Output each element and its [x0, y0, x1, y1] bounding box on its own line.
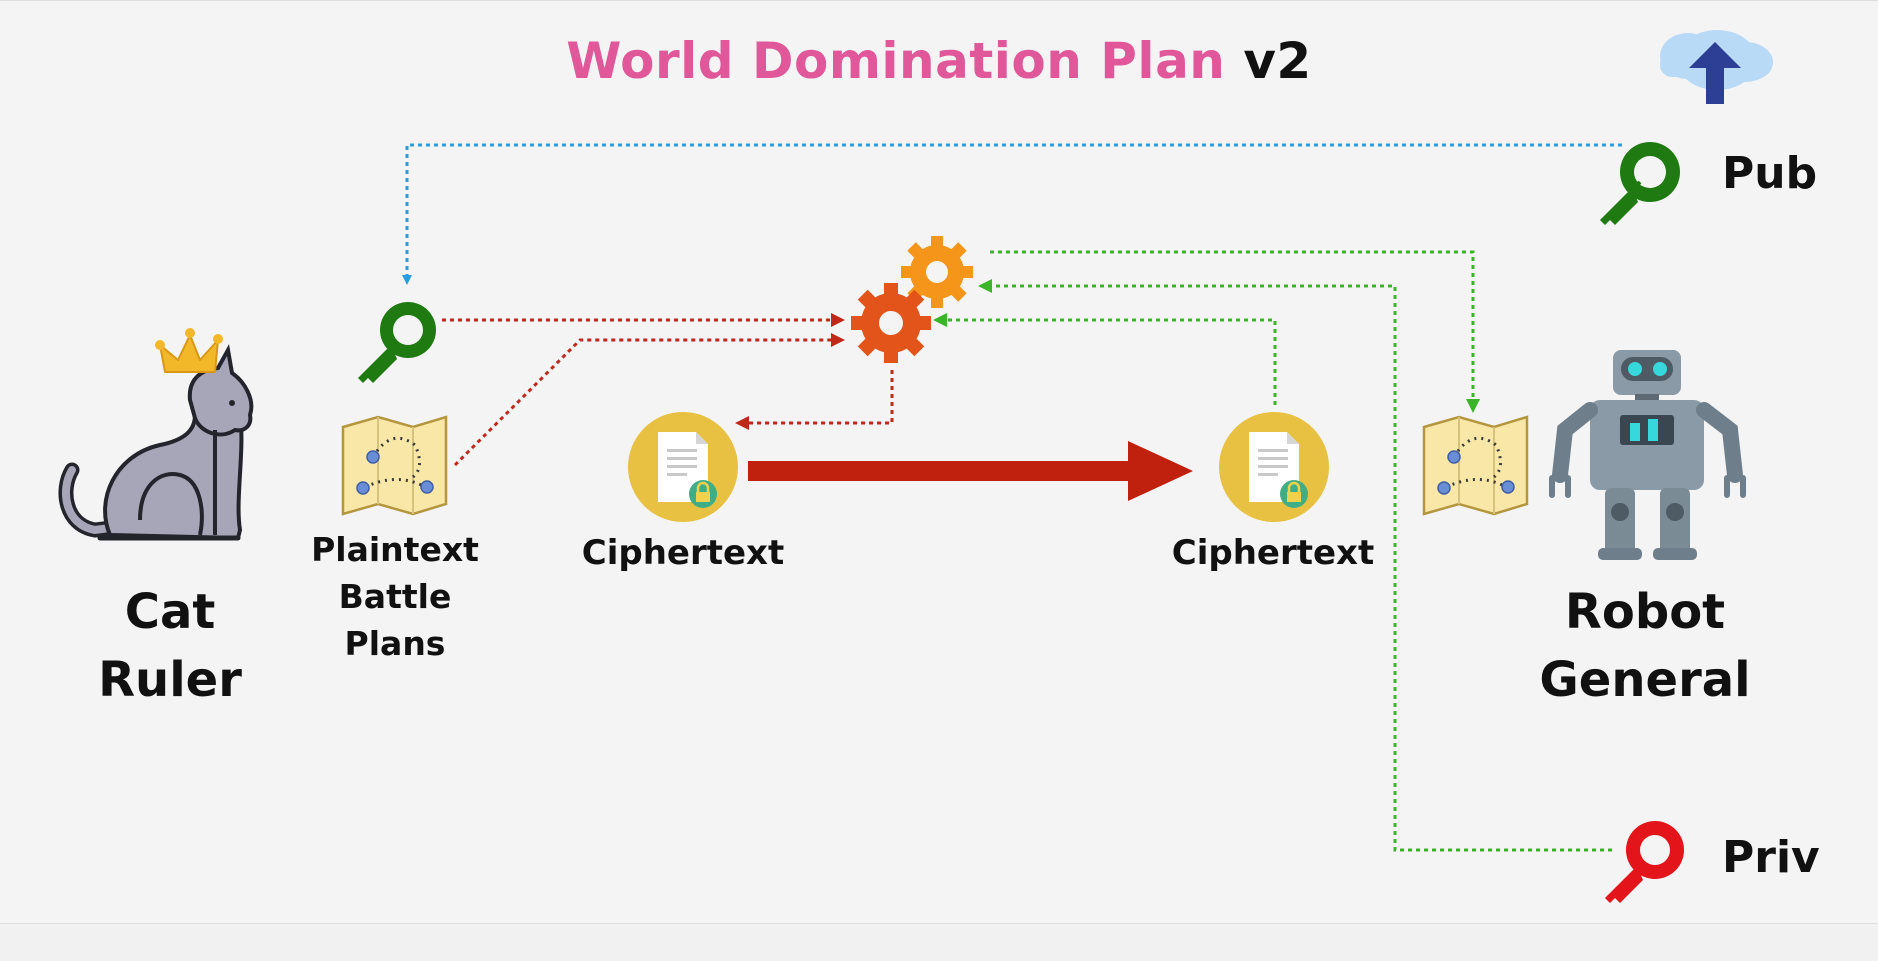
cat-ruler-line-2: Ruler [98, 652, 242, 708]
private-key-to-gear-path [978, 279, 1612, 852]
robot-general-label: Robot General [1530, 578, 1760, 714]
gear-to-map-path [990, 250, 1480, 413]
transmission-arrow [748, 441, 1193, 501]
ciphertext-left-label: Ciphertext [581, 533, 785, 573]
received-map-icon [1422, 415, 1529, 516]
gear-to-ciphertext-path [735, 370, 894, 430]
cat-icon [58, 344, 254, 541]
robot-general-line-1: Robot [1564, 584, 1726, 640]
page-title: World Domination Plan v2 [0, 32, 1878, 90]
ciphertext-right-label: Ciphertext [1171, 533, 1375, 573]
ciphertext-to-gear-path [933, 313, 1277, 405]
plaintext-line-3: Plans [344, 624, 446, 663]
cat-public-key-icon [358, 302, 436, 383]
cloud-upload-icon [1660, 30, 1773, 104]
plaintext-line-2: Battle [338, 577, 452, 616]
private-key-icon [1605, 821, 1684, 903]
title-main: World Domination Plan [566, 32, 1226, 90]
ciphertext-left-icon [628, 412, 738, 522]
cat-ruler-line-1: Cat [124, 584, 216, 640]
robot-general-line-2: General [1539, 652, 1751, 708]
gear-icon [851, 236, 973, 363]
bottom-band [0, 923, 1878, 961]
plaintext-label: Plaintext Battle Plans [300, 526, 490, 667]
crown-icon [155, 328, 223, 373]
public-key-distribution-path [402, 143, 1622, 285]
plaintext-map-icon [341, 415, 448, 516]
cat-ruler-label: Cat Ruler [80, 578, 260, 714]
top-rule [0, 0, 1878, 1]
title-version: v2 [1243, 32, 1312, 90]
pub-key-label: Pub [1722, 148, 1818, 199]
robot-icon [1549, 350, 1746, 560]
ciphertext-right-icon [1219, 412, 1329, 522]
plaintext-to-gear-path [453, 333, 845, 467]
public-key-icon [1600, 142, 1680, 225]
priv-key-label: Priv [1722, 832, 1820, 883]
plaintext-line-1: Plaintext [311, 530, 479, 569]
